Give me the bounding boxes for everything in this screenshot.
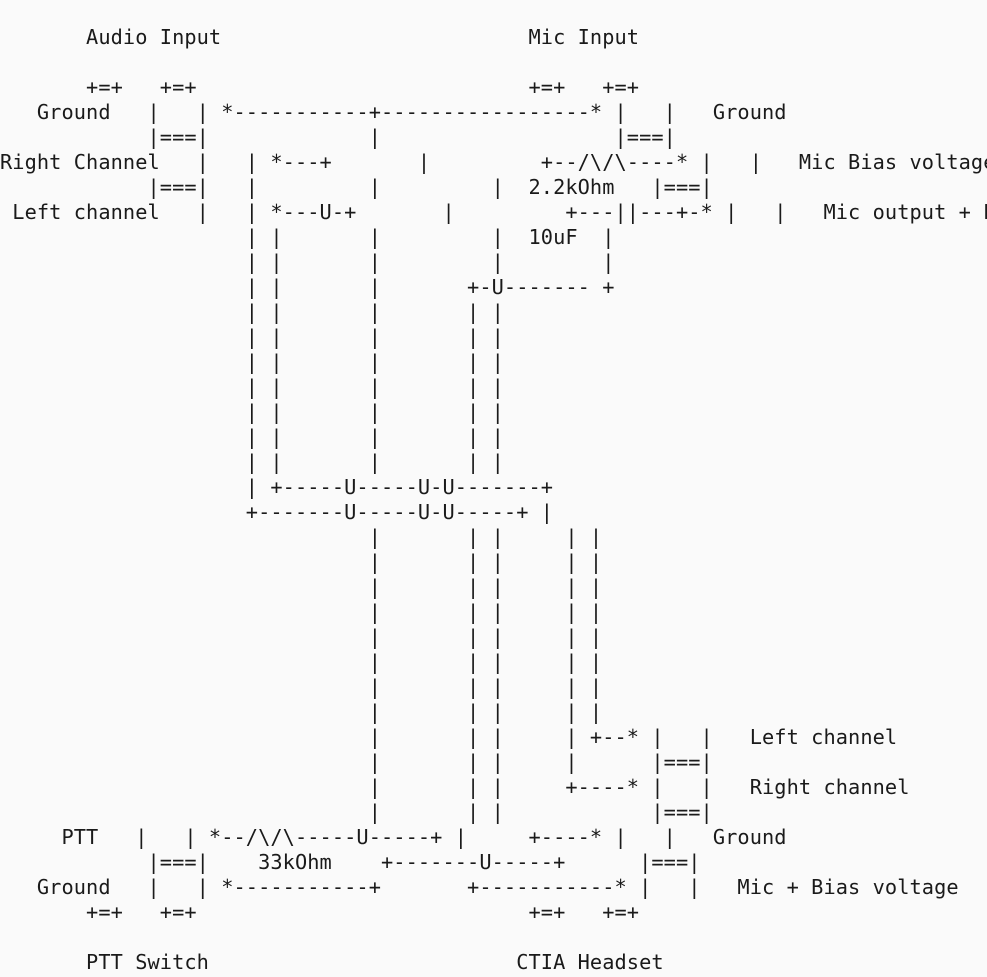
diagram-line: PTT Switch CTIA Headset [0,950,664,974]
diagram-line: | | | | | [0,425,504,449]
diagram-line: | | | | | [0,675,603,699]
diagram-line: | +-----U-----U-U-------+ [0,475,554,499]
diagram-line [0,50,987,75]
diagram-line: | | | | | [0,375,504,399]
diagram-line: |===| | | | 2.2kOhm |===| [0,175,713,199]
diagram-line: | | | | | [0,650,603,674]
diagram-line: | | | | | [0,300,504,324]
diagram-line: Ground | | *-----------+----------------… [0,100,787,124]
diagram-line: | | | | | [0,525,603,549]
diagram-line: +=+ +=+ +=+ +=+ [0,75,640,99]
diagram-line: | | | | 10uF | [0,225,615,249]
diagram-line: | | | | | [0,400,504,424]
diagram-line: +-------U-----U-U-----+ | [0,500,554,524]
diagram-line: | | | | +--* | | Left channel [0,725,898,749]
diagram-line: | | | | | [0,325,504,349]
diagram-line: |===| | |===| [0,125,676,149]
diagram-line: Ground | | *-----------+ +-----------* |… [0,875,959,899]
diagram-line: | | | | | [0,350,504,374]
diagram-line: | | | |===| [0,800,713,824]
diagram-line: | | | | | [0,550,603,574]
diagram-line: |===| 33kOhm +-------U-----+ |===| [0,850,701,874]
diagram-line: | | | +-U------- + [0,275,615,299]
diagram-line: Right Channel | | *---+ | +--/\/\----* |… [0,150,987,174]
diagram-line: PTT | | *--/\/\-----U-----+ | +----* | |… [0,825,787,849]
diagram-line: +=+ +=+ +=+ +=+ [0,900,640,924]
diagram-line: | | | +----* | | Right channel [0,775,910,799]
diagram-line: | | | | | [0,625,603,649]
diagram-line: | | | | | [0,700,603,724]
diagram-line: | | | | | [0,600,603,624]
diagram-line: | | | | | [0,575,603,599]
diagram-line [0,925,987,950]
diagram-line: | | | | | [0,250,615,274]
diagram-line: Audio Input Mic Input [0,25,640,49]
diagram-line: Left channel | | *---U-+ | +---||---+-* … [0,200,987,224]
diagram-line: | | | | | [0,450,504,474]
diagram-line [0,0,987,25]
diagram-line: | | | | |===| [0,750,713,774]
